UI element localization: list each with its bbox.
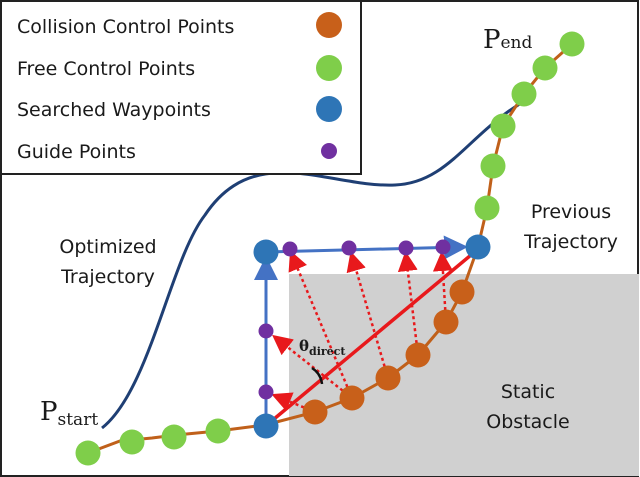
static-obstacle	[289, 274, 639, 476]
collision-control-point	[449, 279, 475, 305]
guide-point	[282, 241, 298, 257]
free-control-point	[119, 429, 145, 455]
guide-arrow	[397, 251, 420, 356]
searched-waypoint	[465, 234, 491, 260]
theta-arc	[311, 366, 324, 385]
previous-label-line2: Trajectory	[523, 231, 618, 253]
legend-box	[0, 0, 362, 175]
searched-waypoint	[253, 239, 279, 265]
previous-label-line1: Previous	[531, 201, 611, 223]
free-control-point	[559, 31, 585, 57]
free-control-point	[480, 153, 506, 179]
searched-waypoint	[253, 413, 279, 439]
legend-label-free: Free Control Points	[17, 58, 195, 80]
legend-swatch-searched	[316, 96, 342, 122]
legend-label-collision: Collision Control Points	[17, 16, 234, 38]
legend: Collision Control Points Free Control Po…	[17, 12, 342, 163]
free-control-point	[75, 440, 101, 466]
p-end-label: Pend	[483, 25, 533, 55]
guide-points	[258, 239, 451, 400]
free-control-point	[511, 81, 537, 107]
collision-control-point	[302, 399, 328, 425]
collision-control-point	[433, 309, 459, 335]
guide-point	[258, 323, 274, 339]
theta-label: θdirect	[299, 337, 346, 358]
free-control-points	[75, 31, 585, 466]
collision-control-points	[302, 279, 475, 425]
legend-label-searched: Searched Waypoints	[17, 99, 211, 121]
optimized-label-line1: Optimized	[59, 236, 156, 258]
free-control-point	[474, 195, 500, 221]
collision-control-point	[339, 385, 365, 411]
optimized-label-line2: Trajectory	[60, 266, 155, 288]
collision-control-point	[375, 365, 401, 391]
legend-swatch-free	[316, 55, 342, 81]
legend-label-guide: Guide Points	[17, 141, 136, 163]
obstacle-label-line1: Static	[501, 381, 555, 403]
legend-swatch-guide	[321, 143, 337, 159]
free-control-point	[205, 418, 231, 444]
free-control-point	[161, 424, 187, 450]
guide-point	[341, 240, 357, 256]
free-control-point	[490, 113, 516, 139]
guide-point	[435, 239, 451, 255]
p-start-label: Pstart	[40, 397, 98, 430]
guide-arrow	[432, 251, 453, 323]
legend-swatch-collision	[316, 12, 342, 38]
collision-control-point	[405, 342, 431, 368]
guide-point	[398, 240, 414, 256]
guide-point	[258, 384, 274, 400]
obstacle-label-line2: Obstacle	[486, 411, 569, 433]
guide-arrow	[288, 250, 354, 399]
free-control-point	[532, 55, 558, 81]
searched-waypoints	[253, 234, 491, 439]
